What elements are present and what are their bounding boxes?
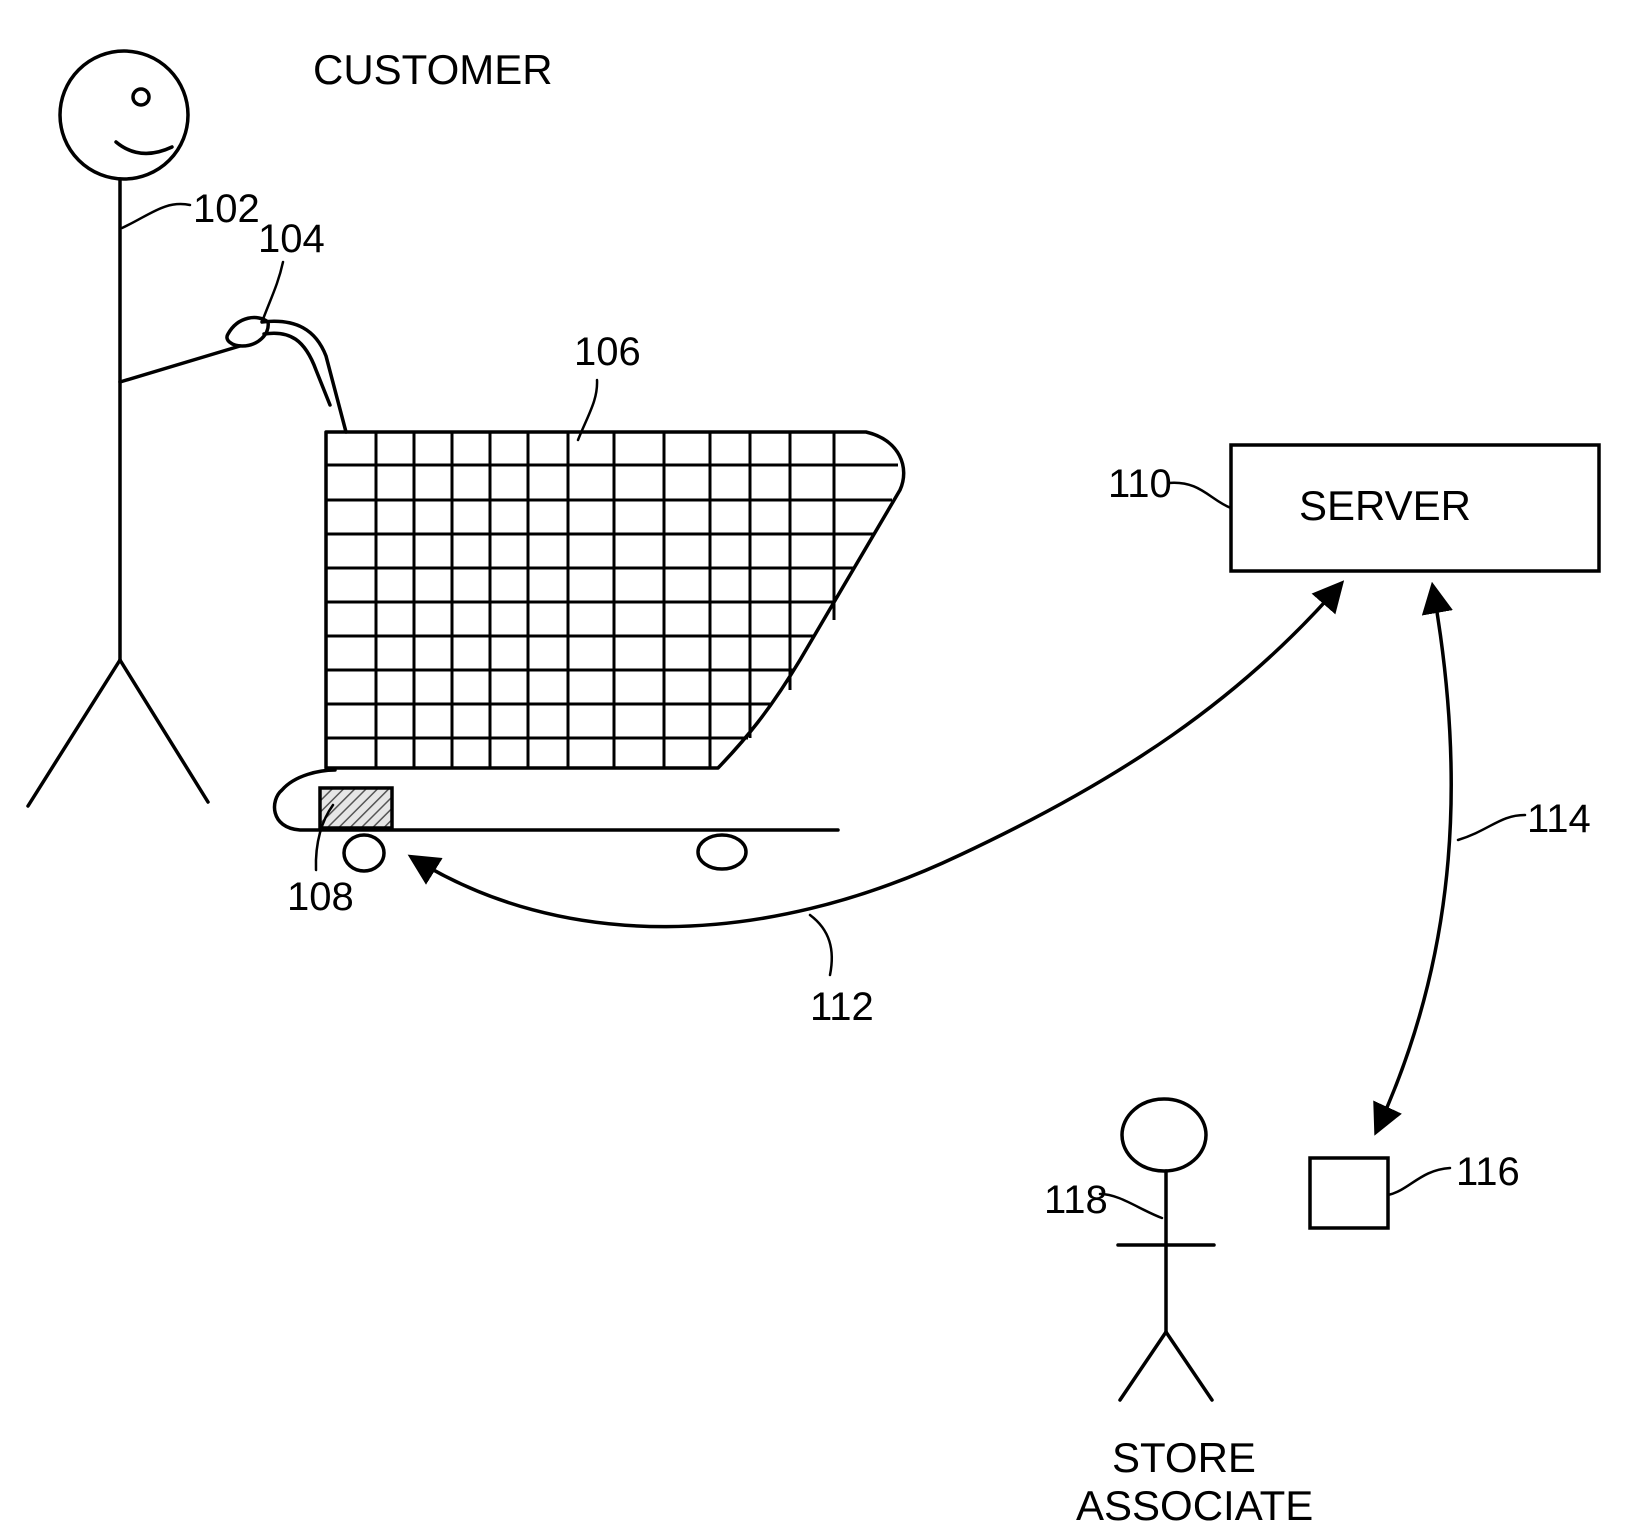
- leader-118: [1098, 1192, 1164, 1220]
- customer-eye: [131, 87, 151, 107]
- leader-116: [1386, 1166, 1452, 1197]
- ref-110: 110: [1108, 462, 1172, 506]
- cart-wheel-front: [342, 833, 386, 873]
- ref-116: 116: [1456, 1150, 1520, 1194]
- customer-label: CUSTOMER: [313, 46, 553, 93]
- cart-base: [272, 768, 840, 832]
- leader-108: [314, 803, 335, 872]
- customer-leg-left: [26, 658, 122, 808]
- leader-110: [1166, 481, 1233, 510]
- leader-114: [1456, 813, 1527, 842]
- associate-leg-left: [1118, 1330, 1168, 1402]
- associate-head: [1120, 1097, 1208, 1173]
- leader-102: [120, 202, 192, 230]
- leader-104: [260, 260, 285, 324]
- store-label: STORE: [1112, 1434, 1256, 1481]
- shopping-cart: [260, 319, 906, 873]
- cart-handle: [262, 331, 332, 407]
- cart-grid: [326, 432, 898, 768]
- store-associate-figure: [1116, 1097, 1216, 1402]
- leader-106: [576, 378, 599, 442]
- associate-label: ASSOCIATE: [1076, 1482, 1313, 1529]
- customer-arm: [118, 344, 242, 384]
- ref-112: 112: [810, 985, 874, 1029]
- leader-112: [808, 913, 834, 977]
- associate-leg-right: [1164, 1330, 1214, 1402]
- ref-114: 114: [1527, 797, 1591, 841]
- cart-handle-inner: [260, 319, 348, 434]
- customer-leg-right: [118, 658, 210, 804]
- ref-102: 102: [193, 187, 260, 231]
- associate-device: [1308, 1156, 1390, 1230]
- ref-108: 108: [287, 875, 354, 919]
- ref-106: 106: [574, 330, 641, 374]
- customer-figure: [26, 49, 242, 808]
- cart-wheel-back: [696, 833, 748, 871]
- ref-118: 118: [1044, 1178, 1108, 1222]
- customer-head: [58, 49, 190, 181]
- ref-104: 104: [258, 217, 325, 261]
- link-112: [407, 580, 1345, 929]
- customer-smile: [114, 140, 174, 156]
- link-114: [1373, 581, 1453, 1136]
- server-label: SERVER: [1299, 482, 1471, 529]
- customer-hand: [225, 315, 270, 348]
